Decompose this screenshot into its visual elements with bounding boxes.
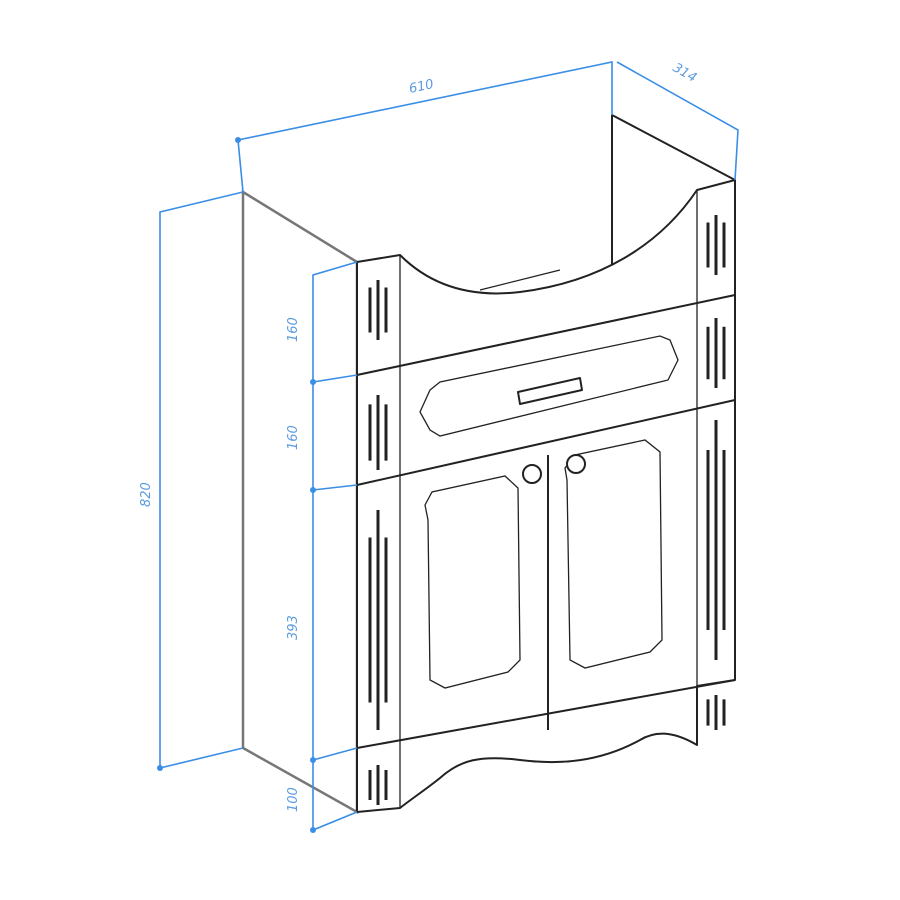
division-line <box>356 399 736 486</box>
groove <box>722 699 726 726</box>
groove <box>368 537 372 703</box>
groove <box>384 537 388 703</box>
top-section-label: 160 <box>286 317 301 342</box>
groove <box>376 765 380 805</box>
groove <box>714 215 718 275</box>
groove <box>714 318 718 388</box>
groove <box>376 395 380 470</box>
depth-label: 314 <box>670 60 699 85</box>
front-face <box>356 179 736 813</box>
groove <box>706 450 710 630</box>
groove <box>368 287 372 333</box>
groove <box>368 404 372 461</box>
division-line <box>356 679 736 749</box>
groove <box>376 510 380 730</box>
division-line <box>356 294 736 376</box>
groove <box>384 770 388 800</box>
groove <box>722 326 726 380</box>
plinth-label: 100 <box>286 787 301 812</box>
right-door-panel <box>564 439 663 669</box>
sink-back-curve <box>479 269 561 291</box>
left-door-knob <box>522 464 542 484</box>
height-label: 820 <box>139 482 154 507</box>
groove <box>384 287 388 333</box>
pilaster-grooves <box>368 215 726 805</box>
groove <box>376 280 380 340</box>
dimension-lines <box>157 61 739 833</box>
groove <box>706 222 710 268</box>
drawer-handle <box>517 377 583 405</box>
groove <box>706 326 710 380</box>
door-section-label: 393 <box>286 615 301 640</box>
groove <box>714 695 718 730</box>
width-label: 610 <box>408 77 435 97</box>
groove <box>722 450 726 630</box>
left-door-panel <box>424 475 521 689</box>
right-door-knob <box>566 454 586 474</box>
cabinet <box>241 114 736 815</box>
groove <box>722 222 726 268</box>
drawer-panel <box>419 335 679 437</box>
drawer-section-label: 160 <box>286 425 301 450</box>
left-side-panel <box>241 189 359 815</box>
groove <box>714 420 718 660</box>
groove <box>368 770 372 800</box>
groove <box>706 699 710 726</box>
groove <box>384 404 388 461</box>
